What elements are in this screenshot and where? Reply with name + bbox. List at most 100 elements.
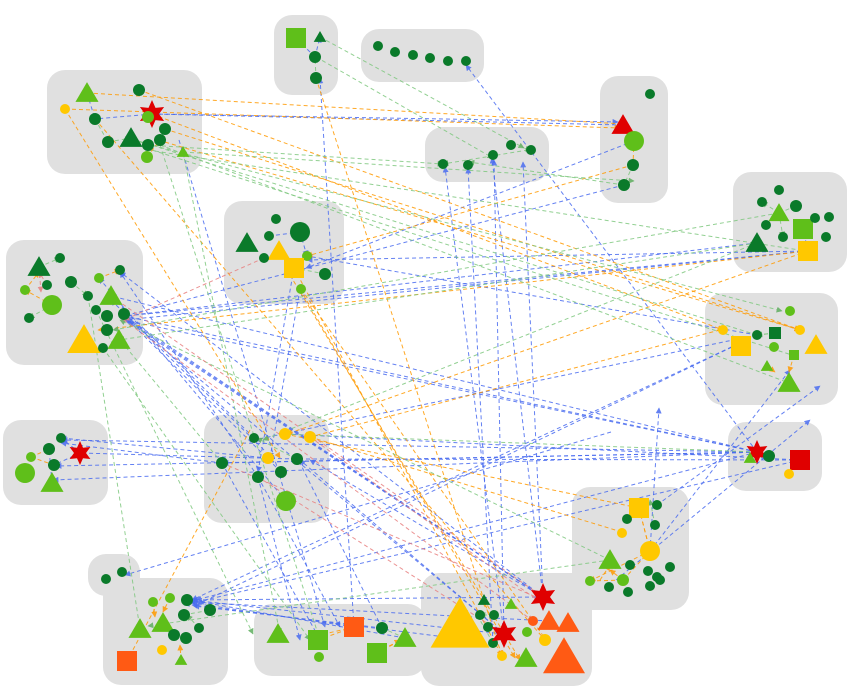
dark-green-circle-node-icon[interactable]	[65, 276, 77, 288]
light-green-circle-node-icon[interactable]	[785, 306, 795, 316]
dark-green-circle-node-icon[interactable]	[645, 581, 655, 591]
yellow-triangle-node-icon[interactable]	[804, 334, 828, 354]
dark-green-circle-node-icon[interactable]	[178, 609, 190, 621]
yellow-circle-node-icon[interactable]	[617, 528, 627, 538]
light-green-circle-node-icon[interactable]	[141, 151, 153, 163]
light-green-triangle-node-icon[interactable]	[393, 627, 417, 647]
dark-green-circle-node-icon[interactable]	[643, 566, 653, 576]
dark-green-circle-node-icon[interactable]	[790, 200, 802, 212]
yellow-circle-node-icon[interactable]	[262, 452, 274, 464]
dark-green-circle-node-icon[interactable]	[425, 53, 435, 63]
red-triangle-node-icon[interactable]	[611, 114, 635, 134]
dark-green-circle-node-icon[interactable]	[91, 305, 101, 315]
dark-green-circle-node-icon[interactable]	[48, 459, 60, 471]
yellow-square-node-icon[interactable]	[629, 498, 649, 518]
dark-green-circle-node-icon[interactable]	[89, 113, 101, 125]
light-green-square-node-icon[interactable]	[286, 28, 306, 48]
dark-green-circle-node-icon[interactable]	[506, 140, 516, 150]
dark-green-circle-node-icon[interactable]	[390, 47, 400, 57]
dark-green-circle-node-icon[interactable]	[102, 136, 114, 148]
dark-green-circle-node-icon[interactable]	[101, 310, 113, 322]
dark-green-triangle-node-icon[interactable]	[235, 232, 259, 252]
yellow-square-node-icon[interactable]	[284, 258, 304, 278]
yellow-circle-node-icon[interactable]	[539, 634, 551, 646]
yellow-triangle-node-icon[interactable]	[430, 597, 490, 648]
light-green-triangle-node-icon[interactable]	[514, 647, 538, 667]
dark-green-triangle-node-icon[interactable]	[745, 232, 769, 252]
dark-green-circle-node-icon[interactable]	[489, 610, 499, 620]
dark-green-circle-node-icon[interactable]	[627, 159, 639, 171]
dark-green-circle-node-icon[interactable]	[154, 134, 166, 146]
yellow-triangle-node-icon[interactable]	[67, 324, 101, 353]
dark-green-circle-node-icon[interactable]	[83, 291, 93, 301]
dark-green-circle-node-icon[interactable]	[168, 629, 180, 641]
dark-green-circle-node-icon[interactable]	[98, 343, 108, 353]
dark-green-circle-node-icon[interactable]	[271, 214, 281, 224]
dark-green-circle-node-icon[interactable]	[101, 574, 111, 584]
dark-green-circle-node-icon[interactable]	[810, 213, 820, 223]
light-green-square-node-icon[interactable]	[793, 219, 813, 239]
dark-green-circle-node-icon[interactable]	[604, 582, 614, 592]
dark-green-circle-node-icon[interactable]	[752, 330, 762, 340]
dark-green-circle-node-icon[interactable]	[650, 520, 660, 530]
yellow-square-node-icon[interactable]	[731, 336, 751, 356]
yellow-circle-node-icon[interactable]	[784, 469, 794, 479]
light-green-square-node-icon[interactable]	[367, 643, 387, 663]
dark-green-circle-node-icon[interactable]	[761, 220, 771, 230]
light-green-circle-node-icon[interactable]	[769, 342, 779, 352]
dark-green-circle-node-icon[interactable]	[290, 222, 310, 242]
dark-green-circle-node-icon[interactable]	[181, 594, 193, 606]
dark-green-circle-node-icon[interactable]	[483, 622, 493, 632]
dark-green-circle-node-icon[interactable]	[488, 150, 498, 160]
dark-green-circle-node-icon[interactable]	[408, 50, 418, 60]
dark-green-circle-node-icon[interactable]	[159, 123, 171, 135]
light-green-triangle-node-icon[interactable]	[176, 146, 190, 157]
dark-green-circle-node-icon[interactable]	[463, 160, 473, 170]
dark-green-circle-node-icon[interactable]	[376, 622, 388, 634]
dark-green-circle-node-icon[interactable]	[625, 560, 635, 570]
light-green-circle-node-icon[interactable]	[302, 251, 312, 261]
dark-green-circle-node-icon[interactable]	[204, 604, 216, 616]
light-green-triangle-node-icon[interactable]	[174, 654, 188, 665]
yellow-circle-node-icon[interactable]	[718, 325, 728, 335]
dark-green-circle-node-icon[interactable]	[291, 453, 303, 465]
light-green-circle-node-icon[interactable]	[42, 295, 62, 315]
orange-triangle-node-icon[interactable]	[543, 637, 585, 674]
yellow-square-node-icon[interactable]	[798, 241, 818, 261]
light-green-square-node-icon[interactable]	[789, 350, 799, 360]
dark-green-circle-node-icon[interactable]	[763, 450, 775, 462]
light-green-circle-node-icon[interactable]	[165, 593, 175, 603]
dark-green-triangle-node-icon[interactable]	[313, 31, 327, 42]
light-green-circle-node-icon[interactable]	[296, 284, 306, 294]
dark-green-circle-node-icon[interactable]	[275, 466, 287, 478]
dark-green-circle-node-icon[interactable]	[652, 500, 662, 510]
light-green-triangle-node-icon[interactable]	[99, 285, 123, 305]
dark-green-circle-node-icon[interactable]	[319, 268, 331, 280]
orange-triangle-node-icon[interactable]	[537, 610, 561, 630]
dark-green-circle-node-icon[interactable]	[373, 41, 383, 51]
dark-green-circle-node-icon[interactable]	[252, 471, 264, 483]
dark-green-circle-node-icon[interactable]	[655, 575, 665, 585]
yellow-circle-node-icon[interactable]	[279, 428, 291, 440]
dark-green-circle-node-icon[interactable]	[117, 567, 127, 577]
dark-green-circle-node-icon[interactable]	[461, 56, 471, 66]
dark-green-circle-node-icon[interactable]	[24, 313, 34, 323]
yellow-triangle-node-icon[interactable]	[267, 240, 291, 260]
dark-green-circle-node-icon[interactable]	[180, 632, 192, 644]
dark-green-circle-node-icon[interactable]	[645, 89, 655, 99]
dark-green-circle-node-icon[interactable]	[622, 514, 632, 524]
dark-green-circle-node-icon[interactable]	[42, 280, 52, 290]
dark-green-circle-node-icon[interactable]	[309, 51, 321, 63]
light-green-triangle-node-icon[interactable]	[777, 372, 801, 392]
dark-green-circle-node-icon[interactable]	[264, 231, 274, 241]
yellow-circle-node-icon[interactable]	[157, 645, 167, 655]
dark-green-circle-node-icon[interactable]	[115, 265, 125, 275]
dark-green-circle-node-icon[interactable]	[142, 139, 154, 151]
dark-green-circle-node-icon[interactable]	[821, 232, 831, 242]
dark-green-circle-node-icon[interactable]	[118, 308, 130, 320]
light-green-triangle-node-icon[interactable]	[743, 452, 757, 463]
light-green-triangle-node-icon[interactable]	[40, 472, 64, 492]
light-green-triangle-node-icon[interactable]	[151, 612, 175, 632]
light-green-circle-node-icon[interactable]	[624, 131, 644, 151]
red-square-node-icon[interactable]	[790, 450, 810, 470]
